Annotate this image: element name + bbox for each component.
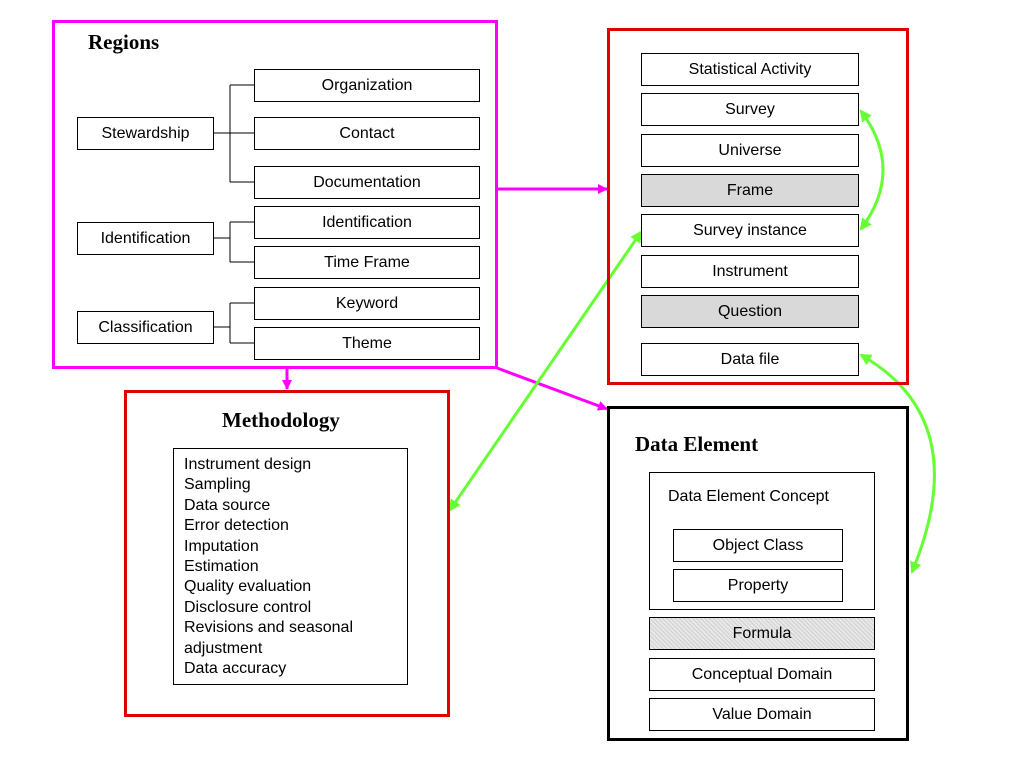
stewardship-box: Stewardship: [77, 117, 214, 150]
universe-box: Universe: [641, 134, 859, 167]
methodology-item: Quality evaluation: [184, 578, 312, 596]
arrow-data-file-to-data-element: [859, 353, 936, 574]
statistical-activity-box: Statistical Activity: [641, 53, 859, 86]
value-domain-box: Value Domain: [649, 698, 875, 731]
methodology-item: Instrument design: [184, 456, 312, 473]
arrow-regions-to-data-element: [496, 366, 608, 411]
methodology-item: Data source: [184, 496, 271, 514]
classification-box: Classification: [77, 311, 214, 344]
data-element-concept-label: Data Element Concept: [668, 488, 829, 505]
methodology-item: Estimation: [184, 558, 259, 576]
regions-title: Regions: [88, 30, 160, 54]
theme-box: Theme: [254, 327, 480, 360]
methodology-item: Sampling: [184, 476, 251, 494]
survey-box: Survey: [641, 93, 859, 126]
methodology-item: Imputation: [184, 537, 259, 555]
data-element-panel: [607, 406, 909, 741]
identification-box: Identification: [254, 206, 480, 239]
property-box: Property: [673, 569, 843, 602]
keyword-box: Keyword: [254, 287, 480, 320]
contact-box: Contact: [254, 117, 480, 150]
activity-panel: [607, 28, 909, 385]
methodology-list: Instrument design Sampling Data source E…: [173, 448, 408, 685]
documentation-box: Documentation: [254, 166, 480, 199]
data-file-box: Data file: [641, 343, 859, 376]
organization-box: Organization: [254, 69, 480, 102]
frame-box: Frame: [641, 174, 859, 207]
object-class-box: Object Class: [673, 529, 843, 562]
arrow-survey-to-survey-instance: [859, 109, 885, 231]
stewardship-bracket: [213, 84, 254, 183]
formula-box: Formula: [649, 617, 875, 650]
methodology-title: Methodology: [222, 408, 340, 432]
methodology-item: Revisions and seasonal adjustment: [184, 619, 353, 657]
conceptual-domain-box: Conceptual Domain: [649, 658, 875, 691]
methodology-panel: [124, 390, 450, 717]
methodology-item: Error detection: [184, 517, 289, 535]
identification-bracket: [213, 221, 254, 263]
survey-instance-box: Survey instance: [641, 214, 859, 247]
methodology-item: Disclosure control: [184, 598, 312, 616]
instrument-box: Instrument: [641, 255, 859, 288]
question-box: Question: [641, 295, 859, 328]
regions-panel: [52, 20, 498, 369]
methodology-item: Data accuracy: [184, 660, 287, 678]
data-element-title: Data Element: [635, 432, 759, 456]
time-frame-box: Time Frame: [254, 246, 480, 279]
classification-bracket: [213, 302, 254, 344]
identification-group-box: Identification: [77, 222, 214, 255]
